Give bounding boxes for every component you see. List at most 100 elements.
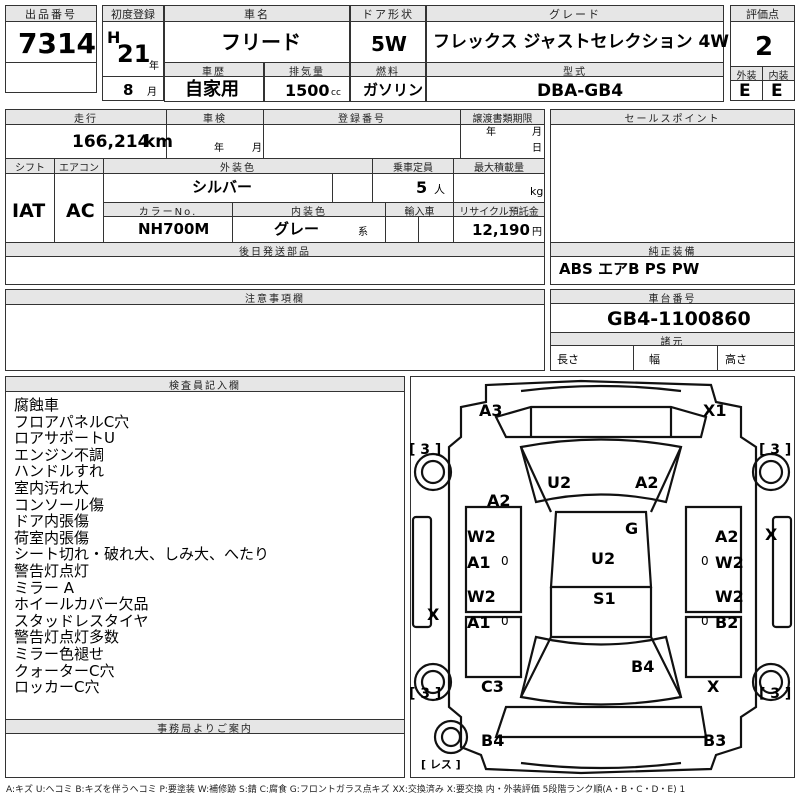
diag-mark-w2-rf: W2 bbox=[715, 553, 744, 572]
diag-mark-x-rear: X bbox=[707, 677, 720, 696]
score-box: 評価点 2 外装 内装 E E bbox=[730, 5, 795, 101]
inspector-note-line: シート切れ・破れ大、しみ大、へたり bbox=[14, 545, 270, 564]
reg-month: 8 bbox=[123, 81, 134, 99]
inspector-label: 検査員記入欄 bbox=[6, 377, 404, 392]
reg-no-label: 登録番号 bbox=[264, 110, 460, 125]
transfer-month: 月 bbox=[532, 127, 542, 138]
diag-mark-g: G bbox=[625, 519, 639, 538]
car-name: フリード bbox=[221, 30, 301, 54]
inspector-note-line: ホイールカバー欠品 bbox=[14, 595, 149, 614]
grade-value: フレックス ジャストセレクション 4WD bbox=[433, 32, 744, 52]
exterior-label: 外装 bbox=[731, 67, 762, 81]
inspector-note-line: ハンドルすれ bbox=[14, 462, 105, 481]
diag-mark-x-left-mirror: X bbox=[427, 605, 440, 624]
month-unit: 月 bbox=[147, 87, 157, 98]
damage-legend: A:キズ U:ヘコミ B:キズを伴うヘコミ P:要塗装 W:補修跡 S:錆 C:… bbox=[6, 785, 686, 795]
sales-point-box: セールスポイント 純正装備 ABS エアB PS PW bbox=[550, 109, 795, 285]
diag-zero-3: 0 bbox=[501, 614, 509, 628]
car-name-box: 車名 フリード bbox=[164, 5, 350, 63]
model-label: 型式 bbox=[427, 63, 723, 77]
diag-mark-b2-rr: B2 bbox=[715, 613, 739, 632]
interior-value: E bbox=[771, 81, 783, 101]
diag-mark-a1-lf: A1 bbox=[467, 553, 491, 572]
diag-zero-1: 0 bbox=[501, 554, 509, 568]
diag-zero-2: 0 bbox=[701, 554, 709, 568]
inspector-note-line: 警告灯点灯 bbox=[14, 561, 90, 580]
spec-height: 高さ bbox=[725, 353, 747, 366]
grade-box: グレード フレックス ジャストセレクション 4WD bbox=[426, 5, 743, 63]
spec-length: 長さ bbox=[557, 353, 579, 366]
door-box: ドア形状 5W bbox=[350, 5, 426, 63]
diag-mark-a2-rf: A2 bbox=[715, 527, 739, 546]
diag-mark-x1: X1 bbox=[703, 401, 727, 420]
int-color-label: 内装色 bbox=[233, 203, 385, 217]
chassis-box: 車台番号 GB4-1100860 諸元 長さ 幅 高さ bbox=[550, 289, 795, 371]
score-value: 2 bbox=[755, 32, 774, 62]
tire-left-top: [ 3 ] bbox=[409, 442, 442, 458]
fuel-label: 燃料 bbox=[351, 63, 425, 77]
mileage-unit: km bbox=[144, 132, 174, 152]
year-unit: 年 bbox=[149, 61, 159, 72]
max-load-unit: kg bbox=[530, 185, 544, 198]
damage-diagram-box: A3 X1 U2 A2 A2 G W2 A2 A1 W2 U2 S1 W2 W2… bbox=[409, 376, 795, 778]
diag-mark-s1: S1 bbox=[593, 589, 616, 608]
int-color-value: グレー bbox=[274, 220, 320, 238]
shift-label: シフト bbox=[6, 159, 54, 174]
model-value: DBA-GB4 bbox=[537, 81, 624, 101]
fuel-box: 燃料 ガソリン bbox=[350, 62, 426, 102]
displacement-value: 1500 bbox=[285, 81, 330, 100]
diag-mark-x-right-mirror: X bbox=[765, 525, 778, 544]
score-label: 評価点 bbox=[731, 6, 794, 22]
color-no-value: NH700M bbox=[138, 220, 210, 238]
inspector-note-line: 室内汚れ大 bbox=[14, 478, 90, 497]
diag-mark-a3: A3 bbox=[479, 401, 503, 420]
era: H bbox=[107, 28, 121, 47]
equipment-value: ABS エアB PS PW bbox=[559, 260, 700, 278]
diag-mark-w2-lf: W2 bbox=[467, 527, 496, 546]
car-name-label: 車名 bbox=[165, 6, 349, 22]
ext-color-label: 外装色 bbox=[104, 159, 372, 174]
transfer-day: 日 bbox=[532, 143, 542, 154]
diag-zero-4: 0 bbox=[701, 614, 709, 628]
displacement-label: 排気量 bbox=[265, 63, 349, 77]
inspection-label: 車検 bbox=[167, 110, 263, 125]
ac-value: AC bbox=[66, 200, 95, 222]
lot-box: 出品番号 7314 bbox=[5, 5, 97, 93]
equipment-label: 純正装備 bbox=[551, 243, 794, 257]
door-label: ドア形状 bbox=[351, 6, 425, 22]
exterior-value: E bbox=[739, 81, 751, 101]
mileage-value: 166,214 bbox=[72, 132, 150, 152]
diag-mark-b4-bumper: B4 bbox=[481, 731, 505, 750]
recycle-unit: 円 bbox=[532, 227, 542, 238]
spare-tire-label: [ レス ] bbox=[421, 758, 461, 771]
inspector-note-line: フロアパネルC穴 bbox=[14, 412, 130, 431]
interior-label: 内装 bbox=[763, 67, 794, 81]
notes-label: 注意事項欄 bbox=[6, 290, 544, 305]
ext-color-value: シルバー bbox=[192, 178, 253, 196]
import-label: 輸入車 bbox=[386, 203, 453, 217]
transfer-label: 譲渡書類期限 bbox=[461, 110, 544, 125]
recycle-label: リサイクル預託金 bbox=[454, 203, 544, 217]
inspection-month: 月 bbox=[252, 143, 262, 154]
first-reg-box: 初度登録 H 21 年 8 月 bbox=[102, 5, 164, 101]
notes-box: 注意事項欄 bbox=[5, 289, 545, 371]
inspector-note-line: ミラー色褪せ bbox=[14, 644, 105, 663]
ac-label: エアコン bbox=[55, 159, 103, 174]
diag-mark-c3: C3 bbox=[481, 677, 504, 696]
diag-mark-a1-lr: A1 bbox=[467, 613, 491, 632]
later-parts-label: 後日発送部品 bbox=[6, 243, 544, 257]
grade-label: グレード bbox=[427, 6, 723, 22]
inspector-note-line: 荷室内張傷 bbox=[14, 528, 90, 547]
displacement-box: 排気量 1500 cc bbox=[264, 62, 350, 102]
inspector-note-line: スタッドレスタイヤ bbox=[14, 611, 149, 630]
inspector-note-line: エンジン不調 bbox=[14, 445, 105, 464]
diag-mark-b3-bumper: B3 bbox=[703, 731, 727, 750]
specs-label: 諸元 bbox=[551, 333, 794, 346]
diag-mark-u2-roof: U2 bbox=[591, 549, 616, 568]
reg-year: 21 bbox=[117, 40, 151, 68]
inspector-note-line: ロッカーC穴 bbox=[14, 678, 100, 697]
displacement-unit: cc bbox=[331, 88, 341, 98]
car-outline bbox=[411, 379, 793, 775]
